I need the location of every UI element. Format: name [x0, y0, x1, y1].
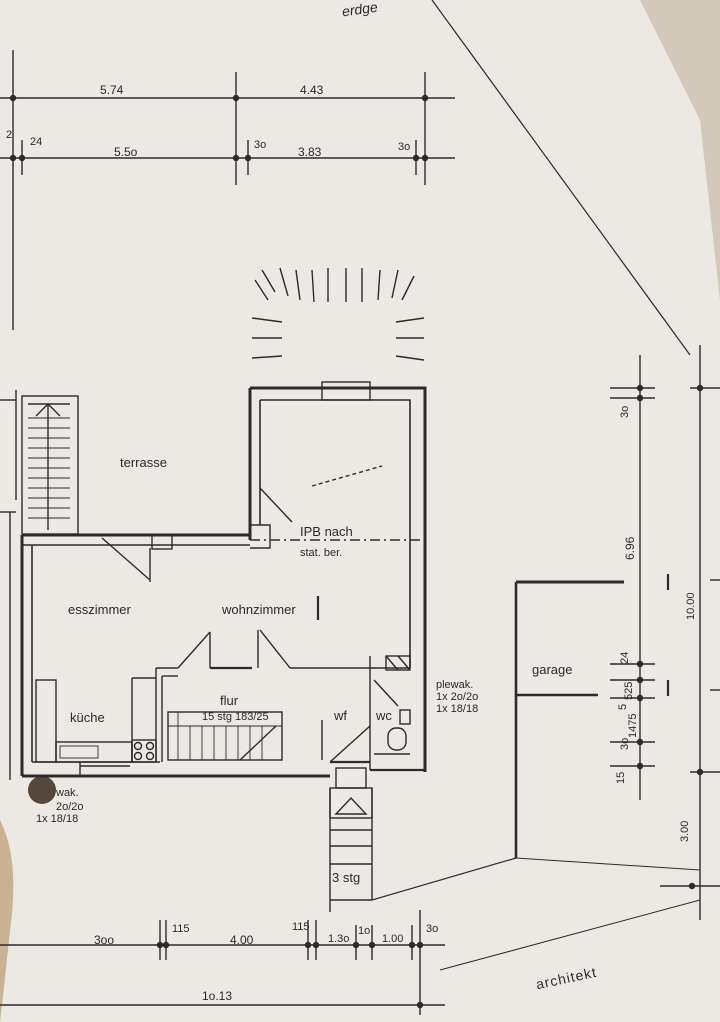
dim-bottom-115-b: 115 — [292, 921, 310, 933]
steps-entry-label: 3 stg — [332, 870, 360, 885]
dim-right-15: 15 — [615, 772, 627, 784]
dim-bottom-300: 3oo — [94, 933, 114, 947]
dim-right-1000: 10.00 — [685, 592, 697, 620]
dim-right-525: 525 — [623, 682, 635, 700]
room-flur: flur — [220, 693, 239, 708]
dim-top-24: 24 — [30, 136, 42, 148]
room-kueche: küche — [70, 710, 105, 725]
dim-top-443: 4.43 — [300, 83, 324, 97]
room-wohnzimmer: wohnzimmer — [221, 602, 296, 617]
dim-top-2: 2 — [6, 129, 12, 141]
dim-top-383: 3.83 — [298, 145, 322, 159]
dim-top-550: 5.5o — [114, 145, 138, 159]
dim-top-30-b: 3o — [398, 141, 410, 153]
burn-edge — [0, 820, 14, 1022]
dim-bottom-115-a: 115 — [172, 923, 190, 935]
dim-bottom-1013: 1o.13 — [202, 989, 232, 1003]
dim-bottom-130: 1.3o — [328, 933, 349, 945]
room-terrasse: terrasse — [120, 455, 167, 470]
stairs-label: 15 stg 183/25 — [202, 711, 269, 723]
room-esszimmer: esszimmer — [68, 602, 132, 617]
note-left-wak-line3: 1x 18/18 — [36, 813, 78, 825]
dim-right-300: 3.00 — [679, 821, 691, 842]
room-garage: garage — [532, 662, 572, 677]
dim-top-30-a: 3o — [254, 139, 266, 151]
dim-top-574: 5.74 — [100, 83, 124, 97]
note-ipb-line1: IPB nach — [300, 524, 353, 539]
room-wc: wc — [375, 708, 392, 723]
dim-right-24: 24 — [619, 652, 631, 664]
note-ipb-line2: stat. ber. — [300, 547, 342, 559]
dim-bottom-30: 3o — [426, 923, 438, 935]
paper-shadow — [640, 0, 720, 300]
dim-right-696: 6.96 — [623, 536, 637, 560]
dim-bottom-100: 1.00 — [382, 933, 403, 945]
note-plewak-line2: 1x 2o/2o — [436, 691, 478, 703]
note-left-wak-line2: 2o/2o — [56, 801, 84, 813]
room-wf: wf — [333, 708, 347, 723]
dim-right-30: 3o — [619, 406, 631, 418]
dim-bottom-10: 1o — [358, 925, 370, 937]
note-plewak-line1: plewak. — [436, 679, 473, 691]
burn-mark — [28, 776, 56, 804]
top-label: erdge — [341, 0, 379, 19]
dim-right-30-b: 3o — [619, 738, 631, 750]
note-plewak-line3: 1x 18/18 — [436, 703, 478, 715]
dim-bottom-400: 4.00 — [230, 933, 254, 947]
note-left-wak-line1: wak. — [55, 787, 79, 799]
dim-right-5: 5 — [617, 704, 629, 710]
dim-right-1475: 1475 — [627, 714, 639, 738]
